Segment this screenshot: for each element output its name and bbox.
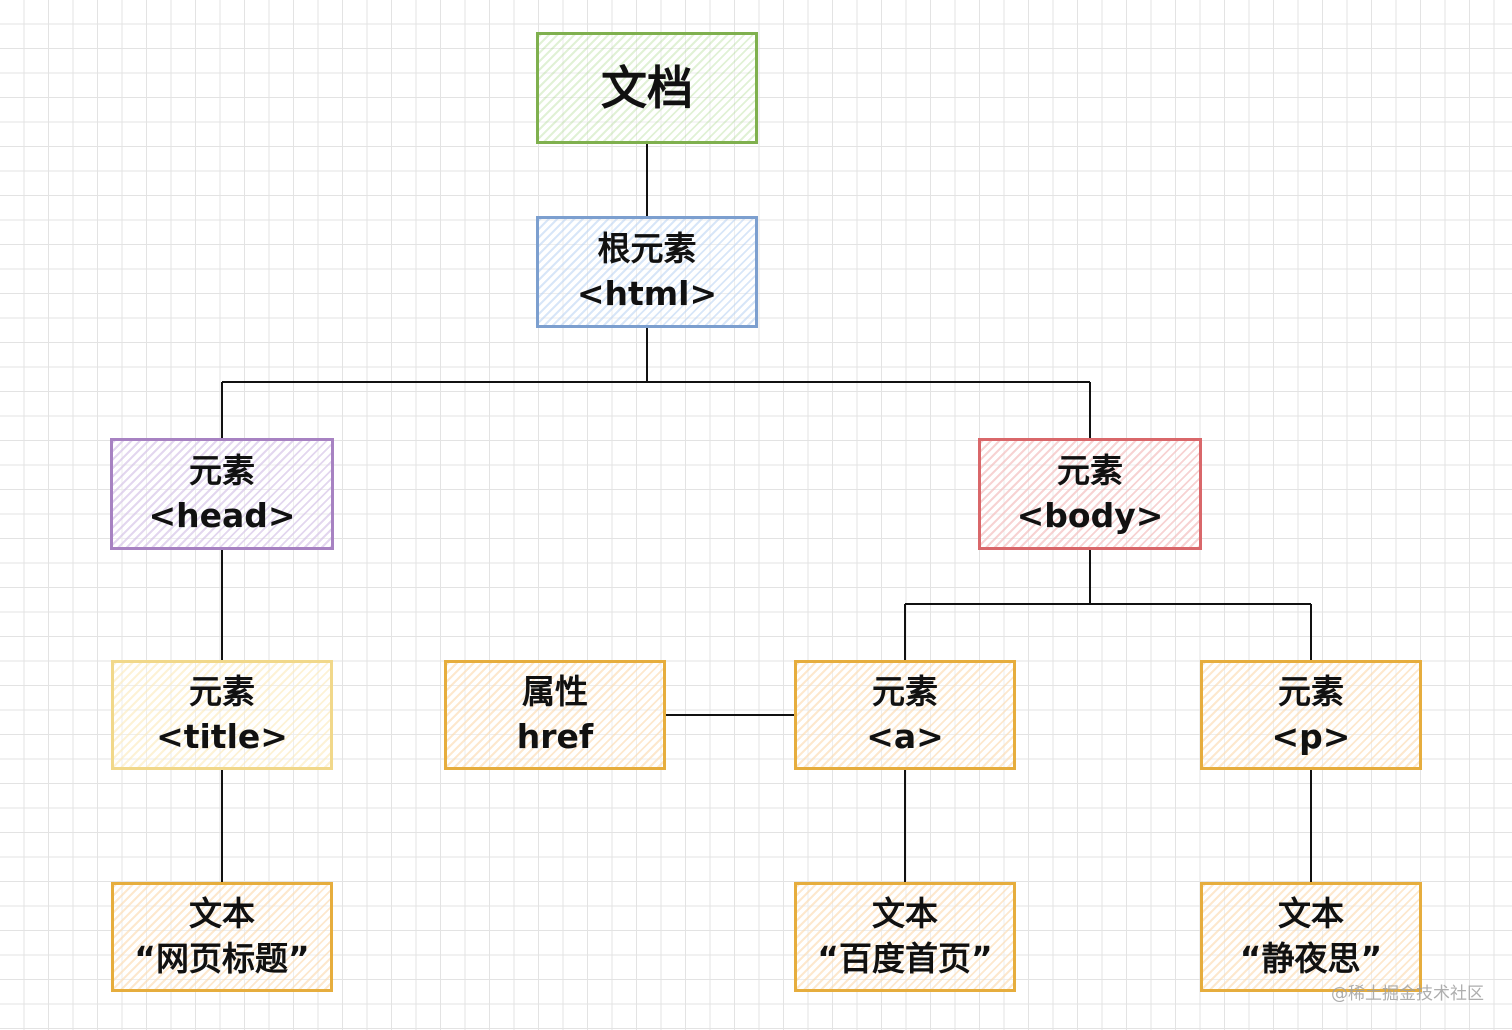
node-a-tag: <a> (866, 717, 944, 756)
node-head-type: 元素 (189, 451, 255, 491)
node-text-title-value: “网页标题” (134, 939, 310, 978)
node-title-type: 元素 (189, 672, 255, 712)
watermark: @稀土掘金技术社区 (1331, 984, 1484, 1004)
node-href: 属性 href (444, 660, 666, 770)
node-html-type: 根元素 (597, 229, 697, 269)
node-text-p-type: 文本 (1278, 894, 1344, 934)
node-p: 元素 <p> (1200, 660, 1422, 770)
node-p-type: 元素 (1278, 672, 1344, 712)
node-a-type: 元素 (872, 672, 938, 712)
node-document-label: 文档 (601, 60, 693, 115)
node-text-p: 文本 “静夜思” (1200, 882, 1422, 992)
node-head-tag: <head> (148, 496, 296, 535)
node-body-type: 元素 (1057, 451, 1123, 491)
node-a: 元素 <a> (794, 660, 1016, 770)
node-href-name: href (516, 717, 594, 756)
node-head: 元素 <head> (110, 438, 334, 550)
node-text-a-type: 文本 (872, 894, 938, 934)
node-href-type: 属性 (522, 672, 588, 712)
node-html-tag: <html> (576, 274, 718, 313)
node-body: 元素 <body> (978, 438, 1202, 550)
node-title: 元素 <title> (111, 660, 333, 770)
node-body-tag: <body> (1016, 496, 1164, 535)
node-html: 根元素 <html> (536, 216, 758, 328)
node-title-tag: <title> (156, 717, 288, 756)
node-p-tag: <p> (1271, 717, 1351, 756)
node-text-title-type: 文本 (189, 894, 255, 934)
node-text-a-value: “百度首页” (817, 939, 993, 978)
node-text-title: 文本 “网页标题” (111, 882, 333, 992)
node-text-a: 文本 “百度首页” (794, 882, 1016, 992)
node-document: 文档 (536, 32, 758, 144)
node-text-p-value: “静夜思” (1239, 939, 1383, 978)
